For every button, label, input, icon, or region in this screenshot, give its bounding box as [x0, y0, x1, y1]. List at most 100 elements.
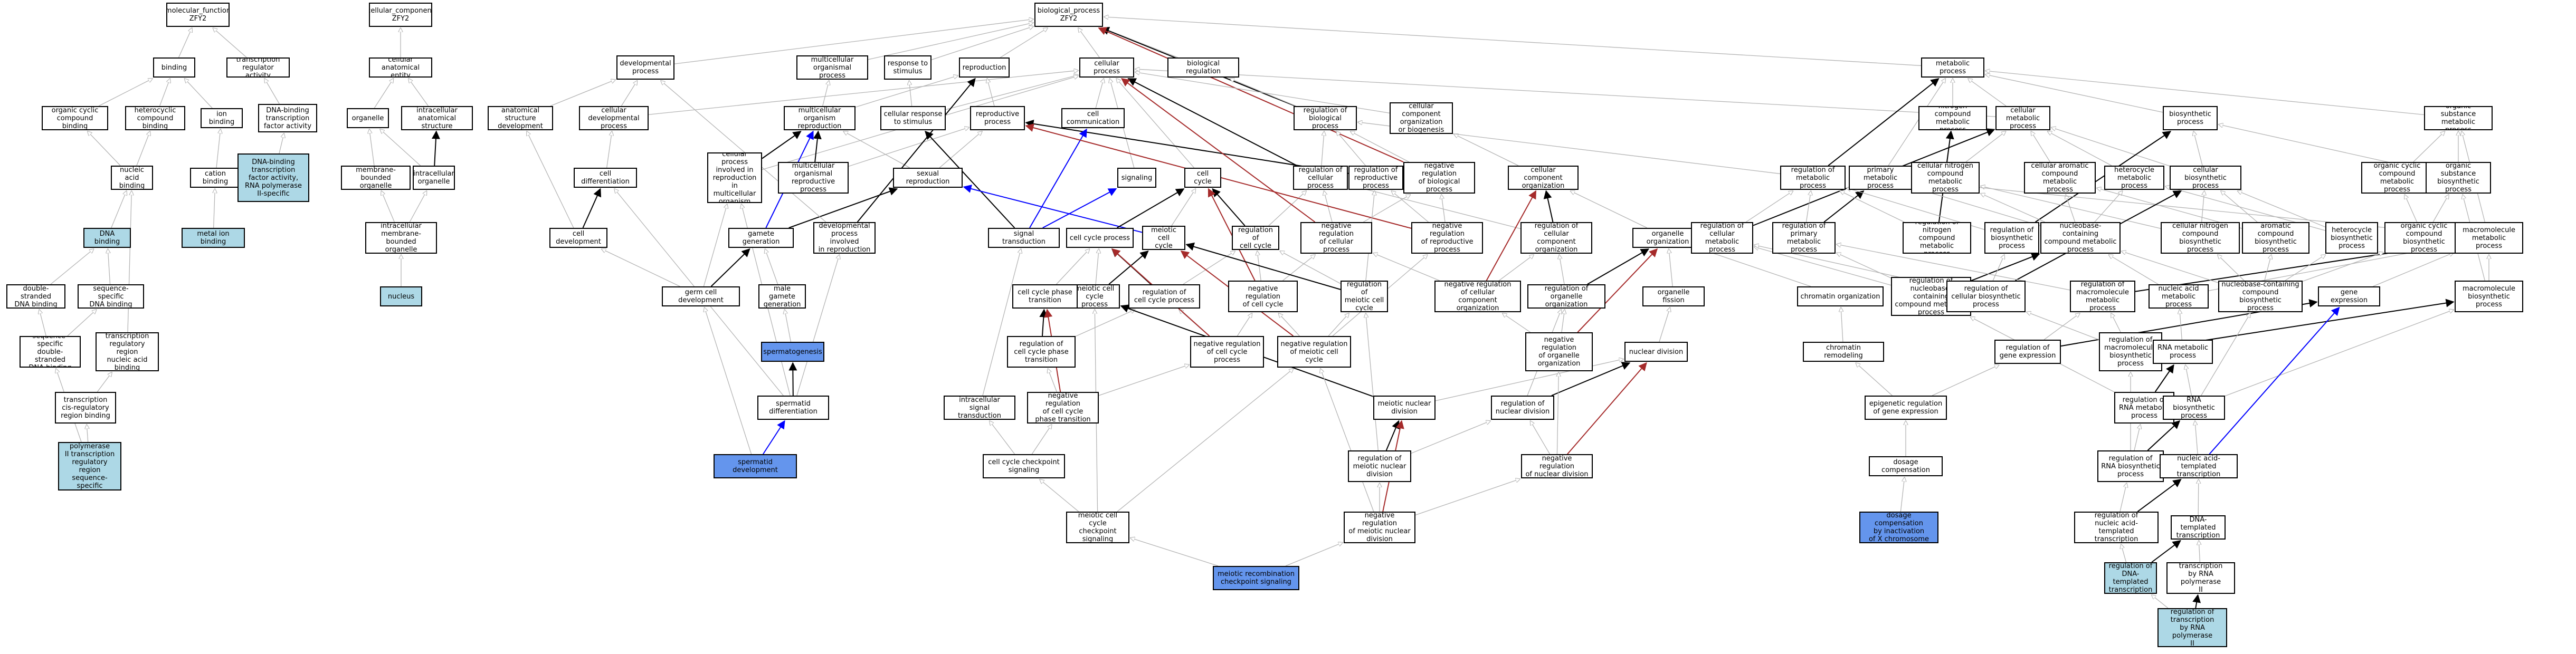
go-term-node[interactable]: nucleus [380, 286, 422, 306]
go-term-node[interactable]: cellular process [1079, 57, 1134, 78]
go-term-node[interactable]: signal transduction [988, 228, 1060, 248]
go-term-node[interactable]: nuclear division [1624, 342, 1688, 362]
go-term-node[interactable]: cellular process involved in reproductio… [707, 152, 762, 203]
go-term-node[interactable]: cellular component organization or bioge… [1390, 102, 1453, 134]
go-term-node[interactable]: organic substance biosynthetic process [2426, 162, 2491, 194]
go-term-node[interactable]: response to stimulus [884, 55, 931, 80]
go-term-node[interactable]: regulation of cell cycle phase transitio… [1007, 336, 1076, 368]
go-term-node[interactable]: cellular developmental process [579, 106, 649, 130]
go-term-node[interactable]: regulation of cell cycle [1232, 226, 1279, 250]
go-term-node[interactable]: nucleic acid metabolic process [2149, 284, 2209, 309]
go-term-node[interactable]: regulation of biosynthetic process [1984, 222, 2039, 254]
go-term-node[interactable]: cell cycle [1184, 168, 1221, 188]
go-term-node[interactable]: negative regulation of cell cycle [1228, 281, 1298, 312]
go-term-node[interactable]: regulation of cell cycle process [1128, 284, 1200, 309]
go-term-node[interactable]: transcription cis-regulatory region bind… [55, 392, 116, 424]
go-term-node[interactable]: RNA biosynthetic process [2163, 396, 2225, 420]
go-term-node[interactable]: gene expression [2318, 286, 2380, 306]
go-term-node[interactable]: developmental process involved in reprod… [813, 222, 876, 254]
go-term-node[interactable]: transcription by RNA polymerase II [2166, 562, 2235, 594]
go-term-node[interactable]: anatomical structure development [488, 106, 553, 130]
go-term-node[interactable]: organic cyclic compound metabolic proces… [2361, 162, 2433, 194]
go-term-node[interactable]: heterocycle biosynthetic process [2325, 222, 2378, 254]
go-term-node[interactable]: RNA polymerase II transcription regulato… [58, 442, 121, 491]
go-term-node[interactable]: sexual reproduction [893, 168, 963, 188]
go-term-node[interactable]: macromolecule biosynthetic process [2455, 281, 2523, 312]
go-term-node[interactable]: negative regulation of cellular process [1300, 222, 1372, 254]
go-term-node[interactable]: cell development [549, 228, 607, 248]
go-term-node[interactable]: spermatid differentiation [757, 396, 829, 420]
go-term-node[interactable]: nucleobase-containing compound biosynthe… [2218, 281, 2303, 312]
go-term-node[interactable]: sequence-specific DNA binding [78, 284, 144, 309]
go-term-node[interactable]: intracellular organelle [413, 166, 455, 190]
go-term-node[interactable]: nucleobase-containing compound metabolic… [2040, 222, 2121, 254]
go-term-node[interactable]: intracellular anatomical structure [401, 106, 473, 130]
go-term-node[interactable]: meiotic cell cycle [1142, 226, 1185, 250]
go-term-node[interactable]: nucleic acid binding [111, 166, 153, 190]
go-term-node[interactable]: regulation of meiotic cell cycle [1341, 281, 1388, 312]
go-term-node[interactable]: regulation of gene expression [1994, 340, 2061, 364]
go-term-node[interactable]: meiotic recombination checkpoint signali… [1213, 566, 1299, 590]
go-term-node[interactable]: intracellular membrane-bounded organelle [365, 222, 437, 254]
go-term-node[interactable]: dosage compensation by inactivation of X… [1859, 512, 1938, 543]
go-term-node[interactable]: cellular metabolic process [1995, 106, 2050, 130]
go-term-node[interactable]: organic substance metabolic process [2424, 106, 2493, 130]
go-term-node[interactable]: intracellular signal transduction [944, 396, 1015, 420]
go-term-node[interactable]: regulation of RNA biosynthetic process [2097, 450, 2164, 482]
go-term-node[interactable]: negative regulation of meiotic nuclear d… [1344, 512, 1415, 543]
go-term-node[interactable]: regulation of cellular process [1293, 166, 1348, 190]
go-term-node[interactable]: biosynthetic process [2163, 106, 2218, 130]
go-term-node[interactable]: cellular nitrogen compound biosynthetic … [2161, 222, 2240, 254]
go-term-node[interactable]: transcription regulator activity [226, 57, 290, 78]
go-term-node[interactable]: organic cyclic compound binding [42, 106, 108, 130]
go-term-node[interactable]: negative regulation of meiotic cell cycl… [1277, 336, 1351, 368]
go-term-node[interactable]: gamete generation [728, 228, 794, 248]
go-term-node[interactable]: regulation of nuclear division [1491, 396, 1554, 420]
go-term-node[interactable]: aromatic compound biosynthetic process [2242, 222, 2309, 254]
go-term-node[interactable]: regulation of meiotic nuclear division [1348, 450, 1411, 482]
go-term-node[interactable]: regulation of cellular component organiz… [1520, 222, 1592, 254]
go-term-node[interactable]: regulation of nitrogen compound metaboli… [1903, 222, 1971, 254]
go-term-node[interactable]: cell differentiation [574, 168, 637, 188]
go-term-node[interactable]: chromatin organization [1797, 286, 1884, 306]
go-term-node[interactable]: primary metabolic process [1849, 166, 1912, 190]
go-term-node[interactable]: negative regulation of nuclear division [1521, 454, 1593, 478]
go-term-node[interactable]: cell communication [1061, 108, 1125, 128]
go-term-node[interactable]: heterocycle metabolic process [2104, 166, 2164, 190]
go-term-node[interactable]: cellular biosynthetic process [2170, 166, 2241, 190]
go-term-node[interactable]: regulation of metabolic process [1780, 166, 1846, 190]
go-term-node[interactable]: regulation of biological process [1294, 106, 1357, 130]
go-term-node[interactable]: negative regulation of biological proces… [1403, 162, 1475, 194]
go-term-node[interactable]: molecular_function ZFY2 [166, 3, 230, 27]
go-term-node[interactable]: cation binding [190, 168, 241, 188]
go-term-node[interactable]: regulation of cellular metabolic process [1691, 222, 1753, 254]
go-term-node[interactable]: reproductive process [970, 106, 1025, 130]
go-term-node[interactable]: regulation of reproductive process [1348, 166, 1403, 190]
go-term-node[interactable]: cellular response to stimulus [880, 106, 946, 130]
go-term-node[interactable]: metabolic process [1921, 57, 1984, 78]
go-term-node[interactable]: ion binding [201, 108, 243, 128]
go-term-node[interactable]: DNA-binding transcription factor activit… [237, 153, 309, 202]
go-term-node[interactable]: membrane-bounded organelle [341, 166, 411, 190]
go-term-node[interactable]: nucleic acid-templated transcription [2160, 454, 2238, 478]
go-term-node[interactable]: male gamete generation [758, 284, 806, 309]
go-term-node[interactable]: regulation of nucleic acid-templated tra… [2074, 512, 2159, 543]
go-term-node[interactable]: organelle [347, 108, 389, 128]
go-term-node[interactable]: spermatid development [714, 454, 797, 478]
go-term-node[interactable]: signaling [1117, 168, 1156, 188]
go-term-node[interactable]: organic cyclic compound biosynthetic pro… [2384, 222, 2464, 254]
go-term-node[interactable]: double-stranded DNA binding [6, 284, 65, 309]
go-term-node[interactable]: cellular aromatic compound metabolic pro… [2024, 162, 2096, 194]
go-term-node[interactable]: negative regulation of cell cycle proces… [1190, 336, 1264, 368]
go-term-node[interactable]: regulation of primary metabolic process [1772, 222, 1836, 254]
go-term-node[interactable]: dosage compensation [1869, 456, 1943, 476]
go-term-node[interactable]: negative regulation of organelle organiz… [1525, 332, 1593, 371]
go-term-node[interactable]: chromatin remodeling [1803, 342, 1884, 362]
go-term-node[interactable]: cellular nitrogen compound metabolic pro… [1911, 162, 1980, 194]
go-term-node[interactable]: negative regulation of cellular componen… [1434, 281, 1521, 312]
go-term-node[interactable]: biological_process ZFY2 [1034, 3, 1103, 27]
go-term-node[interactable]: metal ion binding [182, 228, 245, 248]
go-term-node[interactable]: nitrogen compound metabolic process [1918, 106, 1987, 130]
go-term-node[interactable]: regulation of organelle organization [1527, 284, 1605, 309]
go-term-node[interactable]: cell cycle process [1066, 228, 1134, 248]
